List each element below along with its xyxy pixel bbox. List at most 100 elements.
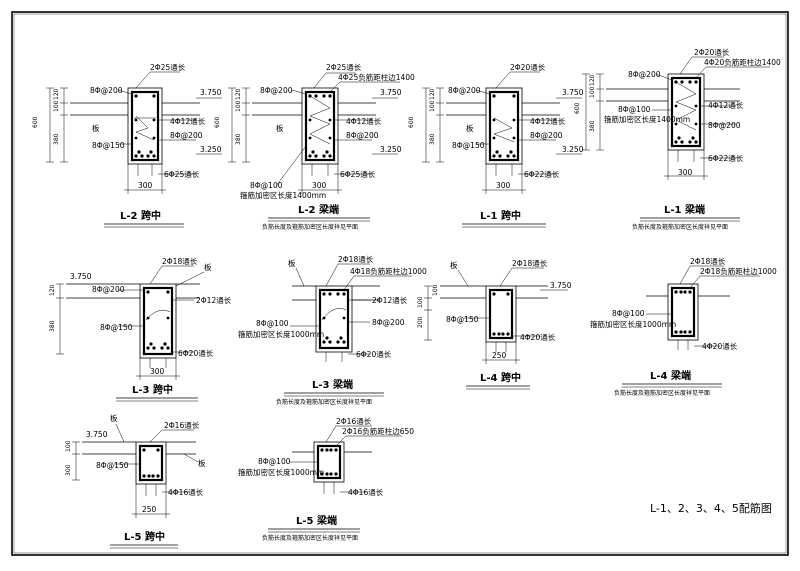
section-l5-midspan: 300 100 板 2Φ16通长 3.750 8Φ@150 板 4Φ16通长 2… bbox=[65, 413, 206, 549]
beam-outline bbox=[485, 87, 523, 165]
label: 板 bbox=[110, 413, 118, 423]
section-l3-end: 2Φ18通长 板 4Φ18负筋距柱边1000 2Φ12通长 8Φ@100 箍筋加… bbox=[238, 254, 427, 406]
rebar-dots bbox=[146, 290, 170, 350]
dim-label: 380 bbox=[53, 133, 60, 145]
stirrup bbox=[670, 286, 696, 338]
dim-label: 380 bbox=[429, 133, 436, 145]
rebar-dots bbox=[674, 80, 698, 144]
label: 8Φ@200 bbox=[708, 121, 741, 130]
dim-label: 600 bbox=[408, 116, 415, 128]
label: 8Φ@150 bbox=[100, 323, 133, 332]
label: 8Φ@150 bbox=[92, 141, 125, 150]
beam-outline bbox=[315, 285, 353, 353]
label: 8Φ@100 bbox=[258, 457, 291, 466]
label: 3.250 bbox=[562, 145, 584, 154]
rebar-dots bbox=[308, 94, 332, 158]
label: 6Φ22通长 bbox=[708, 153, 744, 163]
section-l3-midspan: 120 380 2Φ18通长 板 3.750 8Φ@200 2Φ12通长 8Φ@… bbox=[49, 256, 232, 402]
label: 箍筋加密区长度1000mm bbox=[590, 319, 676, 329]
label: 板 bbox=[276, 123, 284, 133]
dim-label: 250 bbox=[492, 351, 507, 360]
label: 4Φ18负筋距柱边1000 bbox=[350, 266, 427, 276]
label: 2Φ18通长 bbox=[512, 258, 548, 268]
dim-label: 600 bbox=[32, 116, 39, 128]
dim-label: 380 bbox=[49, 320, 56, 332]
dim-label: 100 bbox=[53, 100, 60, 112]
dim-label: 300 bbox=[312, 181, 327, 190]
stirrup bbox=[488, 288, 514, 340]
stirrup bbox=[130, 90, 160, 162]
label: 4Φ12通长 bbox=[530, 116, 566, 126]
label: 板 bbox=[450, 260, 458, 270]
dim-label: 300 bbox=[150, 367, 165, 376]
section-subtitle: 负筋长度及箍筋加密区长度祥见平面 bbox=[614, 389, 710, 397]
label: 2Φ16负筋距柱边650 bbox=[342, 426, 414, 436]
beam-outline bbox=[127, 87, 163, 165]
label: 8Φ@200 bbox=[170, 131, 203, 140]
dim-label: 380 bbox=[235, 133, 242, 145]
label: 3.750 bbox=[86, 430, 108, 439]
beam-outline bbox=[135, 441, 167, 485]
label: 2Φ16通长 bbox=[336, 416, 372, 426]
dim-label: 100 bbox=[235, 100, 242, 112]
label: 3.750 bbox=[550, 281, 572, 290]
label: 8Φ@200 bbox=[628, 70, 661, 79]
label: 3.750 bbox=[562, 88, 584, 97]
dim-label: 120 bbox=[589, 74, 596, 86]
label: 6Φ20通长 bbox=[356, 349, 392, 359]
label: 6Φ22通长 bbox=[524, 169, 560, 179]
label: 8Φ@200 bbox=[346, 131, 379, 140]
label: 4Φ20通长 bbox=[520, 332, 556, 342]
stirrup bbox=[304, 90, 336, 162]
label: 4Φ16通长 bbox=[168, 487, 204, 497]
beam-outline bbox=[485, 285, 517, 343]
sheet-border bbox=[11, 11, 789, 556]
section-l1-midspan: 600 120 100 380 2Φ20通长 8Φ@200 3.750 板 bbox=[408, 62, 584, 228]
label: 6Φ20通长 bbox=[178, 348, 214, 358]
label: 箍筋加密区长度1400mm bbox=[604, 114, 690, 124]
label: 8Φ@150 bbox=[96, 461, 129, 470]
section-title: L-4 跨中 bbox=[480, 371, 521, 384]
dim-label: 120 bbox=[53, 88, 60, 100]
label: 板 bbox=[204, 262, 212, 272]
dim-label: 200 bbox=[417, 316, 424, 328]
rebar-dots bbox=[492, 94, 516, 158]
label: 6Φ25通长 bbox=[340, 169, 376, 179]
rebar-dots bbox=[492, 292, 510, 336]
section-subtitle: 负筋长度及箍筋加密区长度祥见平面 bbox=[262, 223, 358, 231]
label: 2Φ18通长 bbox=[690, 256, 726, 266]
label: 板 bbox=[288, 258, 296, 268]
stirrup bbox=[142, 286, 174, 356]
section-title: L-2 梁端 bbox=[298, 203, 339, 216]
label: 4Φ25负筋距柱边1400 bbox=[338, 72, 415, 82]
label: 2Φ25通长 bbox=[150, 62, 186, 72]
label: 4Φ12通长 bbox=[170, 116, 206, 126]
section-title: L-3 跨中 bbox=[132, 383, 173, 396]
label: 8Φ@200 bbox=[448, 86, 481, 95]
section-title: L-1 跨中 bbox=[480, 209, 521, 222]
dim-label: 100 bbox=[417, 296, 424, 308]
label: 4Φ20通长 bbox=[702, 341, 738, 351]
section-subtitle: 负筋长度及箍筋加密区长度祥见平面 bbox=[262, 534, 358, 542]
label: 3.250 bbox=[200, 145, 222, 154]
section-l2-end: 600 120 100 380 2Φ25通长 4Φ25负筋距柱边1400 bbox=[214, 62, 415, 231]
label: 8Φ@200 bbox=[90, 86, 123, 95]
label: 板 bbox=[92, 123, 100, 133]
sheet-inner-border bbox=[13, 13, 787, 554]
label: 8Φ@100 bbox=[256, 319, 289, 328]
label: 8Φ@100 bbox=[618, 105, 651, 114]
label: 4Φ12通长 bbox=[708, 100, 744, 110]
label: 2Φ25通长 bbox=[326, 62, 362, 72]
label: 箍筋加密区长度1000mm bbox=[238, 329, 324, 339]
label: 4Φ12通长 bbox=[346, 116, 382, 126]
label: 6Φ25通长 bbox=[164, 169, 200, 179]
rebar-dots bbox=[674, 290, 692, 334]
stirrup bbox=[670, 76, 702, 148]
dim-label: 300 bbox=[496, 181, 511, 190]
label: 8Φ@200 bbox=[530, 131, 563, 140]
dim-label: 600 bbox=[574, 102, 581, 114]
rebar-dots bbox=[320, 448, 338, 476]
stirrup bbox=[488, 90, 520, 162]
label: 8Φ@100 bbox=[612, 309, 645, 318]
